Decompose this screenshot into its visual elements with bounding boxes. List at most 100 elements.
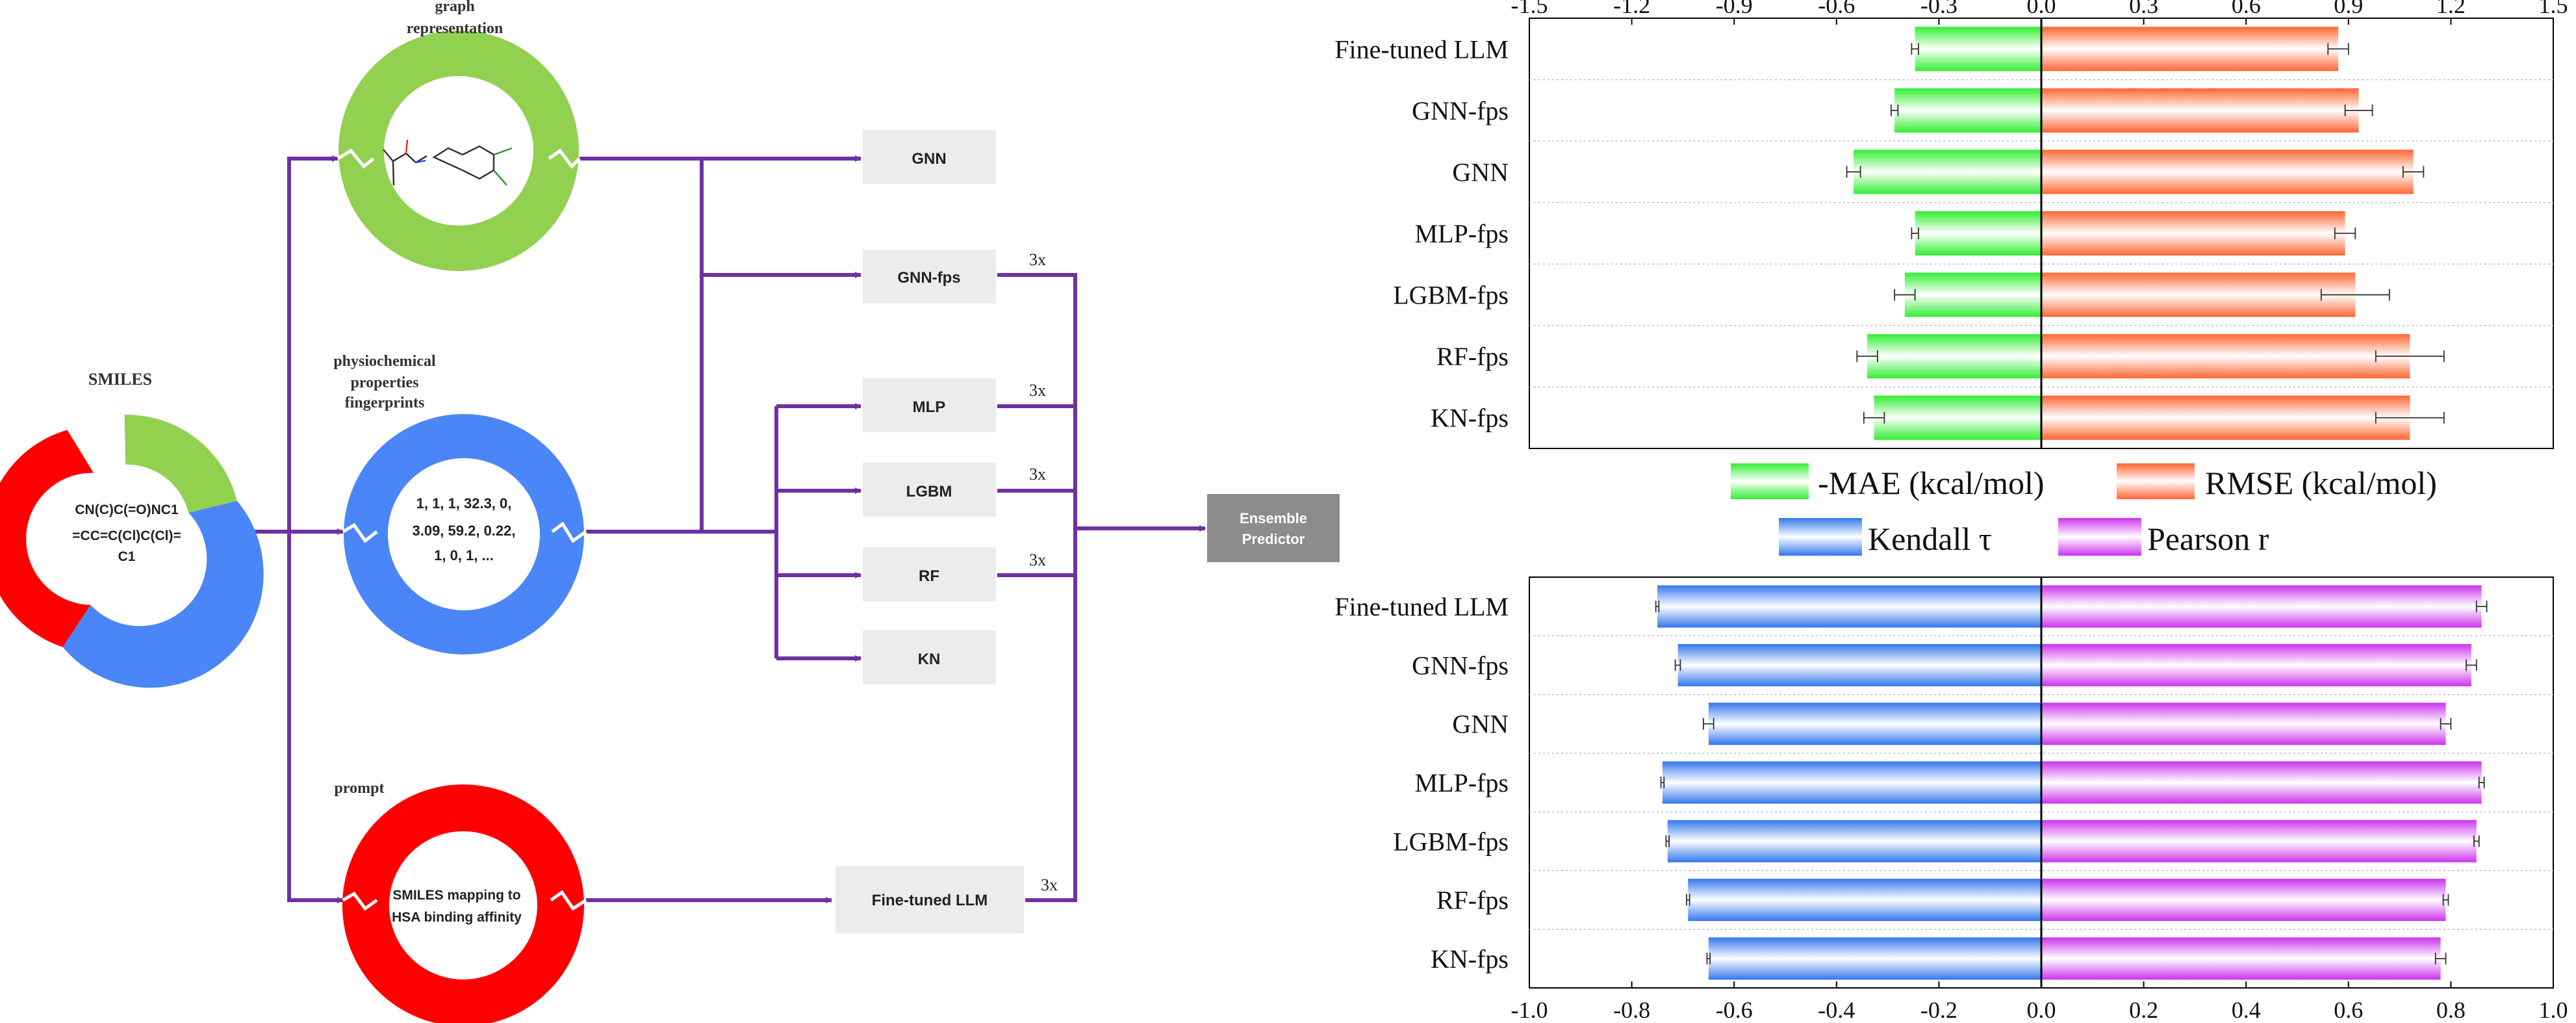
legend-swatch-rmse <box>2117 463 2195 499</box>
model-box-mlp: MLP <box>863 378 996 432</box>
bar-kendall-rf-fps <box>1688 879 2041 922</box>
legend-swatch-kendall <box>1779 518 1862 556</box>
category-label-mlp-fps: MLP-fps <box>1415 219 1509 248</box>
smiles-ring-green-segment <box>124 415 237 513</box>
model-label-gnn-fps: GNN-fps <box>897 269 960 287</box>
prompt-text-line-1: SMILES mapping to <box>392 888 520 903</box>
bar-pearson-r-rf-fps <box>2041 879 2446 922</box>
x-tick-label: 1.5 <box>2539 0 2568 18</box>
x-tick-label: -1.5 <box>1511 0 1548 18</box>
graph-ring-notch-left <box>337 148 375 169</box>
model-box-kn: KN <box>863 630 996 684</box>
category-label-gnn: GNN <box>1452 157 1509 187</box>
bar-pearson-r-kn-fps <box>2041 937 2441 980</box>
category-label-gnn: GNN <box>1452 710 1509 739</box>
x-tick-label: -0.6 <box>1716 997 1753 1023</box>
x-tick-label: -0.3 <box>1920 0 1958 18</box>
category-label-mlp-fps: MLP-fps <box>1415 768 1509 797</box>
prompt-label: prompt <box>335 780 385 797</box>
graph-ring: graph representation <box>337 0 581 271</box>
phys-ring-notch-left <box>342 523 378 543</box>
bar-rmse-kcal-mol-gnn <box>2041 149 2414 194</box>
x-tick-label: 1.0 <box>2539 997 2568 1023</box>
x-tick-label: 0.6 <box>2232 0 2261 18</box>
bar-mae-kcal-mol-fine-tuned-llm <box>1915 27 2041 71</box>
x-tick-label: -0.9 <box>1716 0 1753 18</box>
category-label-lgbm-fps: LGBM-fps <box>1393 827 1509 856</box>
prompt-text-line-2: HSA binding affinity <box>392 910 522 925</box>
multiplier-rf: 3x <box>1029 550 1046 569</box>
model-box-gnn: GNN <box>863 130 996 184</box>
x-tick-label: 0.2 <box>2129 997 2158 1023</box>
smiles-ring: CN(C)C(=O)NC1 =CC=C(Cl)C(Cl)= C1 <box>0 415 264 688</box>
model-label-mlp: MLP <box>913 398 946 416</box>
multiplier-llm: 3x <box>1041 875 1058 894</box>
x-tick-label: -0.4 <box>1818 997 1855 1023</box>
x-tick-label: -0.2 <box>1920 997 1958 1023</box>
category-label-kn-fps: KN-fps <box>1431 944 1509 974</box>
smiles-string-line-2: =CC=C(Cl)C(Cl)= <box>72 528 181 543</box>
phys-label-line-3: fingerprints <box>345 395 425 411</box>
legend-label-rmse: RMSE (kcal/mol) <box>2205 465 2437 501</box>
multiplier-lgbm: 3x <box>1029 465 1046 484</box>
prompt-ring: SMILES mapping to HSA binding affinity p… <box>335 780 587 1023</box>
x-tick-label: 0.0 <box>2027 997 2056 1023</box>
category-label-rf-fps: RF-fps <box>1436 342 1509 371</box>
category-label-gnn-fps: GNN-fps <box>1412 651 1509 680</box>
bar-rmse-kcal-mol-lgbm-fps <box>2041 272 2356 317</box>
x-tick-label: -1.0 <box>1511 997 1548 1023</box>
phys-values-line-3: 1, 0, 1, ... <box>434 547 494 563</box>
legend-label-kendall: Kendall τ <box>1868 521 1992 557</box>
model-box-rf: RF <box>863 547 996 601</box>
graph-ring-notch-right <box>548 148 581 169</box>
phys-ring: 1, 1, 1, 32.3, 0, 3.09, 59.2, 0.22, 1, 0… <box>333 353 587 654</box>
category-label-rf-fps: RF-fps <box>1436 886 1509 915</box>
smiles-ring-red-segment <box>0 430 94 647</box>
phys-label-line-1: physiochemical <box>333 353 436 370</box>
x-tick-label: 0.4 <box>2232 997 2261 1023</box>
phys-values-line-1: 1, 1, 1, 32.3, 0, <box>416 495 512 512</box>
smiles-string-line-1: CN(C)C(=O)NC1 <box>75 502 179 517</box>
phys-ring-shape <box>344 414 584 654</box>
connector-lines <box>242 155 1206 903</box>
smiles-label: SMILES <box>88 370 152 389</box>
bar-rmse-kcal-mol-kn-fps <box>2041 395 2410 440</box>
line-ensemble-collector <box>997 273 1077 902</box>
multiplier-mlp: 3x <box>1029 381 1046 400</box>
prompt-ring-notch-left <box>342 891 378 911</box>
category-label-kn-fps: KN-fps <box>1431 404 1509 433</box>
model-box-gnn-fps: GNN-fps <box>863 250 996 304</box>
molecule-structure <box>383 139 513 186</box>
graph-label-line-1: graph <box>435 0 474 15</box>
chart-legend: -MAE (kcal/mol) RMSE (kcal/mol) Kendall … <box>1731 463 2437 557</box>
x-tick-label: 1.2 <box>2436 0 2466 18</box>
legend-swatch-mae <box>1731 463 1809 499</box>
model-box-llm: Fine-tuned LLM <box>835 866 1024 933</box>
model-label-kn: KN <box>918 651 941 668</box>
smiles-ring-blue-segment <box>62 500 264 688</box>
phys-values-line-2: 3.09, 59.2, 0.22, <box>412 523 515 539</box>
model-box-lgbm: LGBM <box>863 463 996 517</box>
model-label-llm: Fine-tuned LLM <box>872 892 988 909</box>
bar-kendall-kn-fps <box>1708 937 2041 980</box>
ensemble-label-line-2: Predictor <box>1242 531 1305 547</box>
prompt-ring-shape <box>342 784 584 1023</box>
legend-swatch-pearson <box>2058 518 2141 556</box>
bar-pearson-r-gnn <box>2041 703 2446 745</box>
phys-label-line-2: properties <box>351 374 419 391</box>
bar-rmse-kcal-mol-gnn-fps <box>2041 88 2359 133</box>
legend-label-pearson: Pearson r <box>2147 521 2269 557</box>
bar-mae-kcal-mol-lgbm-fps <box>1904 272 2041 317</box>
x-tick-label: -1.2 <box>1613 0 1650 18</box>
multiplier-gnn-fps: 3x <box>1029 250 1046 269</box>
x-tick-label: 0.3 <box>2129 0 2158 18</box>
bar-rmse-kcal-mol-fine-tuned-llm <box>2041 27 2339 71</box>
bar-kendall-fine-tuned-llm <box>1657 585 2041 628</box>
x-tick-label: 0.0 <box>2027 0 2056 18</box>
ensemble-predictor-box: Ensemble Predictor <box>1207 494 1340 562</box>
category-label-fine-tuned-llm: Fine-tuned LLM <box>1334 592 1509 621</box>
bar-rmse-kcal-mol-mlp-fps <box>2041 211 2345 256</box>
bar-mae-kcal-mol-gnn <box>1854 149 2041 194</box>
